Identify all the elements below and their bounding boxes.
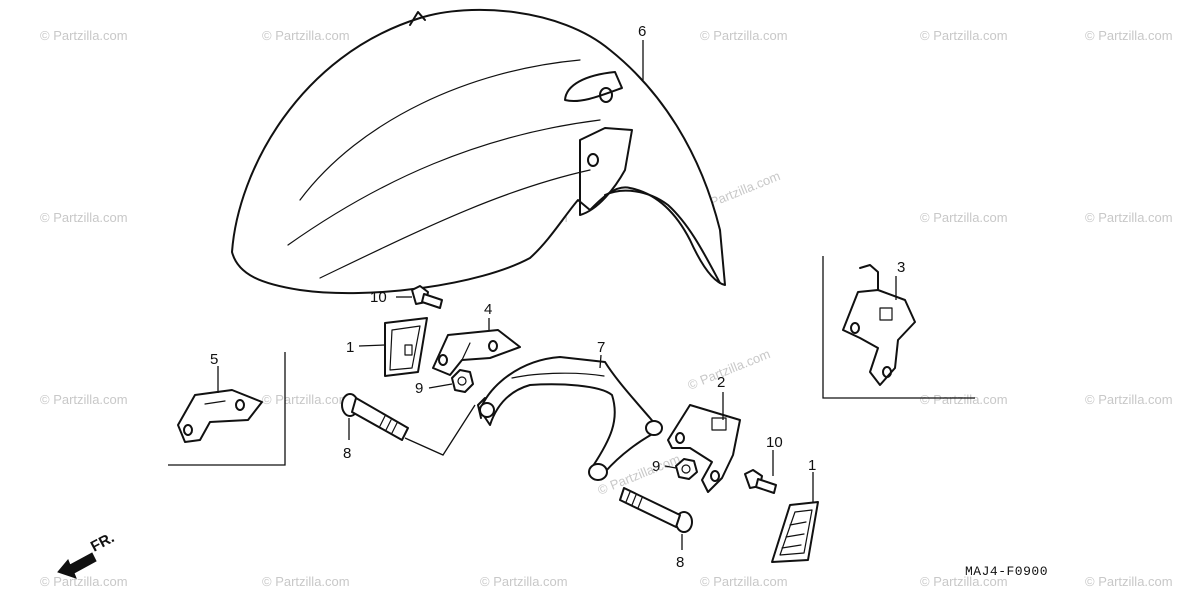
- callout-9-lower: 9: [652, 458, 660, 475]
- watermark: © Partzilla.com: [40, 210, 128, 225]
- callout-8-lower: 8: [676, 554, 684, 571]
- watermark: © Partzilla.com: [1085, 28, 1173, 43]
- bolt-part-10-upper[interactable]: [411, 285, 443, 309]
- nut-part-9-upper[interactable]: [451, 369, 474, 393]
- box-outlines: [168, 256, 975, 466]
- bolt-part-8-left[interactable]: [341, 393, 409, 441]
- diagram-code: MAJ4-F0900: [965, 564, 1048, 579]
- callouts: 6 7 4 1 10 5 9 8 3 2 10 9 1 8: [210, 23, 905, 571]
- watermark: © Partzilla.com: [40, 574, 128, 589]
- watermark: © Partzilla.com: [262, 574, 350, 589]
- bolt-part-8-lower[interactable]: [619, 487, 693, 533]
- bracket-part-2[interactable]: [667, 404, 741, 493]
- callout-10-lower: 10: [766, 434, 783, 451]
- callout-6: 6: [638, 23, 646, 40]
- callout-10-upper: 10: [370, 289, 387, 306]
- callout-5: 5: [210, 351, 218, 368]
- callout-2: 2: [717, 374, 725, 391]
- watermark: © Partzilla.com: [920, 28, 1008, 43]
- callout-7: 7: [597, 339, 605, 356]
- watermark: © Partzilla.com: [480, 574, 568, 589]
- bracket-part-5[interactable]: [177, 389, 263, 443]
- bracket-part-3[interactable]: [842, 264, 916, 386]
- callout-3: 3: [897, 259, 905, 276]
- fender-brace-part-7[interactable]: [477, 356, 663, 481]
- reflector-part-1-lower[interactable]: [771, 501, 819, 563]
- callout-4: 4: [484, 301, 492, 318]
- front-fender-part-6[interactable]: [231, 8, 726, 295]
- nut-part-9-lower[interactable]: [675, 458, 698, 480]
- direction-label: FR.: [88, 529, 117, 555]
- callout-8-left: 8: [343, 445, 351, 462]
- reflector-part-1-upper[interactable]: [384, 317, 428, 377]
- watermark: © Partzilla.com: [1085, 210, 1173, 225]
- watermark: © Partzilla.com: [920, 574, 1008, 589]
- front-arrow-icon: [57, 552, 97, 579]
- watermark: © Partzilla.com: [920, 392, 1008, 407]
- bracket-part-4[interactable]: [432, 329, 521, 376]
- watermark: © Partzilla.com: [686, 346, 773, 393]
- watermark: © Partzilla.com: [920, 210, 1008, 225]
- callout-1-lower: 1: [808, 457, 816, 474]
- bolt-part-10-lower[interactable]: [744, 469, 777, 494]
- callout-1-upper: 1: [346, 339, 354, 356]
- watermark: © Partzilla.com: [262, 28, 350, 43]
- watermark: © Partzilla.com: [40, 28, 128, 43]
- watermark: © Partzilla.com: [700, 574, 788, 589]
- callout-9-upper: 9: [415, 380, 423, 397]
- watermark: © Partzilla.com: [262, 392, 350, 407]
- watermark: © Partzilla.com: [1085, 574, 1173, 589]
- leader-lines: [217, 40, 897, 550]
- watermark: © Partzilla.com: [700, 28, 788, 43]
- watermark: © Partzilla.com: [40, 392, 128, 407]
- front-direction-indicator: FR.: [57, 529, 117, 579]
- watermark: © Partzilla.com: [1085, 392, 1173, 407]
